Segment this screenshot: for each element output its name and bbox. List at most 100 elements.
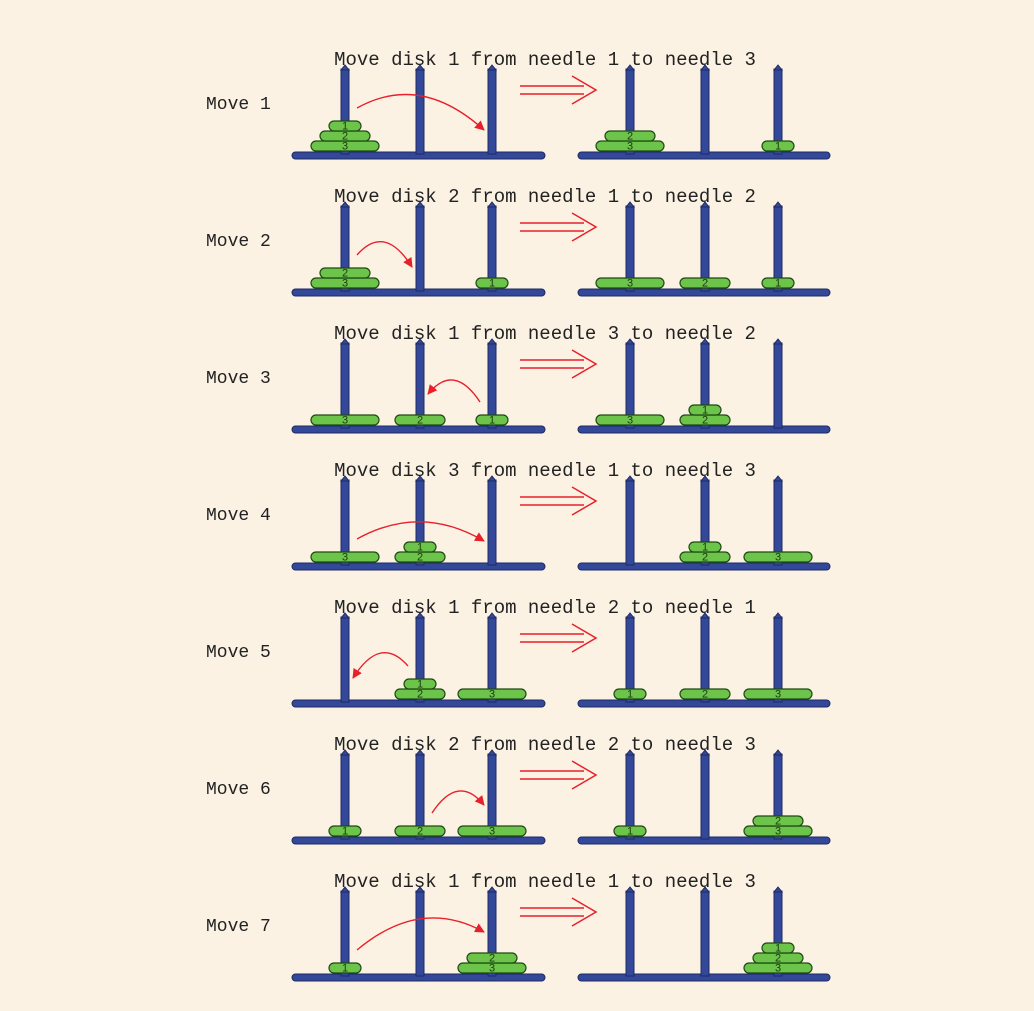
before-disk-label-2: 2 <box>417 552 423 564</box>
before-disk-label-3: 3 <box>489 689 495 701</box>
before-needle-tip-2 <box>414 886 426 893</box>
move-arrow <box>356 917 485 951</box>
transition-arrow <box>520 75 598 105</box>
after-disk-1 <box>688 541 722 553</box>
before-needle-tip-1 <box>339 749 351 756</box>
after-disk-label-2: 2 <box>702 278 708 290</box>
move-title: Move disk 1 from needle 3 to needle 2 <box>334 323 756 345</box>
before-disk-1 <box>403 541 437 553</box>
before-disk-label-2: 2 <box>489 953 495 965</box>
before-needle-tip-2 <box>414 338 426 345</box>
after-needle-tip-2 <box>699 64 711 71</box>
before-disk-label-1: 1 <box>417 542 423 554</box>
move-arrow <box>356 93 485 131</box>
move-row-4: Move disk 3 from needle 1 to needle 3Mov… <box>206 460 831 571</box>
transition-arrow <box>520 212 598 242</box>
after-disk-2 <box>679 688 731 700</box>
move-row-6: Move disk 2 from needle 2 to needle 3Mov… <box>206 734 831 845</box>
after-disk-label-2: 2 <box>775 953 781 965</box>
before-needle-tip-2 <box>414 749 426 756</box>
move-arrow <box>352 651 409 679</box>
after-disk-3 <box>743 551 813 563</box>
after-needle-tip-2 <box>699 475 711 482</box>
after-needle-tip-2 <box>699 338 711 345</box>
after-needle-3 <box>773 342 783 429</box>
before-disk-2 <box>394 825 446 837</box>
after-needle-tip-1 <box>624 338 636 345</box>
after-disk-2 <box>679 277 731 289</box>
after-disk-3 <box>743 688 813 700</box>
after-disk-2 <box>604 130 656 142</box>
move-row-7: Move disk 1 from needle 1 to needle 3Mov… <box>206 871 831 982</box>
after-disk-label-2: 2 <box>627 131 633 143</box>
after-disk-1 <box>688 404 722 416</box>
after-disk-label-1: 1 <box>702 405 708 417</box>
before-disk-1 <box>328 962 362 974</box>
before-needle-3 <box>487 479 497 566</box>
after-needle-tip-1 <box>624 886 636 893</box>
after-needle-2 <box>700 753 710 840</box>
before-needle-tip-1 <box>339 612 351 619</box>
before-disk-label-3: 3 <box>489 826 495 838</box>
before-needle-tip-1 <box>339 886 351 893</box>
before-disk-label-3: 3 <box>342 141 348 153</box>
before-disk-label-3: 3 <box>342 552 348 564</box>
after-needle-tip-1 <box>624 64 636 71</box>
after-needle-tip-3 <box>772 612 784 619</box>
before-disk-label-1: 1 <box>417 679 423 691</box>
before-disk-label-2: 2 <box>417 826 423 838</box>
after-needle-tip-3 <box>772 749 784 756</box>
move-row-5: Move disk 1 from needle 2 to needle 1Mov… <box>206 597 831 708</box>
move-label: Move 1 <box>206 95 271 115</box>
after-needle-tip-3 <box>772 886 784 893</box>
after-disk-2 <box>752 815 804 827</box>
after-disk-label-1: 1 <box>627 826 633 838</box>
move-label: Move 2 <box>206 232 271 252</box>
before-disk-label-1: 1 <box>489 415 495 427</box>
after-disk-3 <box>595 277 665 289</box>
after-disk-1 <box>761 277 795 289</box>
after-needle-tip-3 <box>772 475 784 482</box>
move-label: Move 6 <box>206 780 271 800</box>
after-needle-2 <box>700 68 710 155</box>
after-needle-tip-1 <box>624 475 636 482</box>
after-needle-2 <box>700 890 710 977</box>
after-disk-3 <box>595 414 665 426</box>
move-row-2: Move disk 2 from needle 1 to needle 2 Mov… <box>206 186 831 297</box>
move-label: Move 5 <box>206 643 271 663</box>
before-needle-tip-3 <box>486 475 498 482</box>
before-needle-tip-2 <box>414 64 426 71</box>
after-needle-tip-3 <box>772 64 784 71</box>
after-disk-1 <box>613 688 647 700</box>
move-arrow <box>356 521 485 542</box>
after-needle-1 <box>625 479 635 566</box>
after-disk-label-2: 2 <box>702 415 708 427</box>
after-disk-label-3: 3 <box>627 415 633 427</box>
before-disk-label-2: 2 <box>417 689 423 701</box>
move-row-3: Move disk 1 from needle 3 to needle 2 Mov… <box>206 323 831 434</box>
before-needle-tip-3 <box>486 201 498 208</box>
move-label: Move 3 <box>206 369 271 389</box>
after-needle-tip-3 <box>772 201 784 208</box>
after-disk-label-3: 3 <box>775 963 781 975</box>
move-label: Move 4 <box>206 506 271 526</box>
after-needle-tip-2 <box>699 201 711 208</box>
after-needle-tip-2 <box>699 612 711 619</box>
before-disk-2 <box>466 952 518 964</box>
before-disk-1 <box>403 678 437 690</box>
move-title: Move disk 1 from needle 1 to needle 3 <box>334 871 756 893</box>
before-disk-label-2: 2 <box>417 415 423 427</box>
before-disk-3 <box>457 825 527 837</box>
move-arrow <box>427 379 481 403</box>
move-arrow <box>431 790 485 814</box>
after-disk-label-2: 2 <box>702 689 708 701</box>
before-needle-tip-1 <box>339 64 351 71</box>
after-disk-1 <box>761 942 795 954</box>
move-title: Move disk 2 from needle 1 to needle 2 <box>334 186 756 208</box>
after-needle-tip-1 <box>624 201 636 208</box>
after-disk-1 <box>613 825 647 837</box>
transition-arrow <box>520 623 598 653</box>
before-disk-label-2: 2 <box>342 131 348 143</box>
transition-arrow <box>520 486 598 516</box>
before-disk-3 <box>457 688 527 700</box>
